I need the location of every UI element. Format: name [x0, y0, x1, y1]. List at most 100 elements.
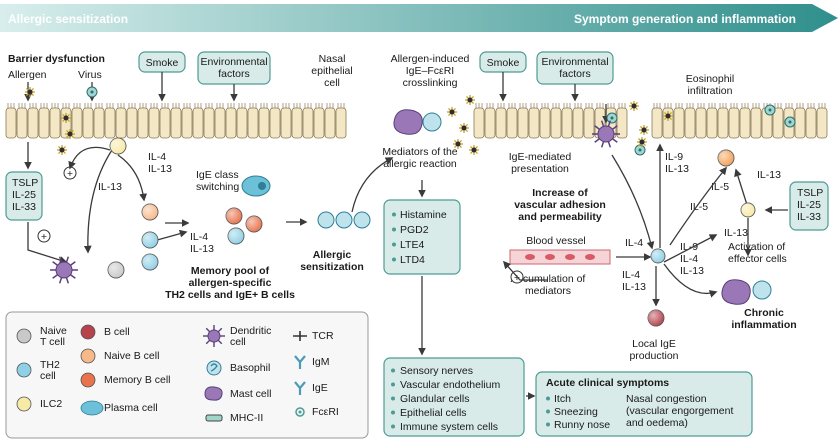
cells [25, 86, 796, 327]
epithelial-cell [27, 107, 39, 139]
th2-cell-icon [141, 231, 159, 249]
epithelial-cell [651, 107, 663, 139]
th2-cell-icon [141, 253, 159, 271]
barrier-dysfunction-label: Barrier dysfunction [8, 53, 105, 65]
allergen-icon [629, 101, 639, 111]
mast-cell-icon [353, 211, 371, 229]
epithelial-cell [728, 107, 740, 139]
flow-arrow [117, 154, 148, 202]
epithelial-cell [539, 107, 551, 139]
smoke-box-right: Smoke [479, 51, 527, 73]
legend-item: Mast cell [204, 386, 271, 401]
allergen-icon [465, 95, 475, 105]
legend-item: Naive B cell [80, 348, 159, 364]
epithelial-cell [684, 107, 696, 139]
epithelial-cell [170, 107, 182, 139]
naive-t-cell-icon [107, 261, 125, 279]
il13-left-label: IL-13 [98, 181, 122, 193]
epithelial-cell [258, 107, 270, 139]
legend-item: Basophil [206, 360, 270, 376]
legend-label: Naive B cell [104, 350, 159, 362]
virus-label: Virus [78, 69, 102, 81]
th2-cell-icon [650, 248, 666, 264]
smoke-right-label: Smoke [487, 57, 520, 69]
legend-item: TCR [293, 330, 334, 342]
legend-label: IgE [312, 382, 328, 394]
legend-label: Memory B cell [104, 374, 171, 386]
epithelial-cell [302, 107, 314, 139]
epithelial-cell [38, 107, 50, 139]
legend-label: Plasma cell [104, 402, 158, 414]
dendritic-cell-icon [50, 256, 78, 284]
legend-item: Memory B cell [80, 372, 171, 388]
ilc2-cell-icon [109, 137, 127, 155]
smoke-label: Smoke [146, 57, 179, 69]
mast-cell-icon [317, 211, 335, 229]
epithelial-cell [5, 107, 17, 139]
allergen-icon [447, 107, 457, 117]
flow-arrow [351, 157, 394, 213]
epithelial-cell [673, 107, 685, 139]
allergen-icon [57, 145, 67, 155]
legend-label: FcεRI [312, 406, 339, 418]
epithelial-cell [280, 107, 292, 139]
epithelial-cell [269, 107, 281, 139]
mast-cell-icon [393, 109, 442, 135]
epithelial-cell [805, 107, 817, 139]
svg-text:+: + [514, 272, 520, 284]
epithelial-cell [550, 107, 562, 139]
allergen-icon [469, 145, 479, 155]
allergen-icon [663, 111, 673, 121]
mediator-item: Histamine [400, 209, 447, 221]
epithelial-cell [495, 107, 507, 139]
legend-item: IgE [294, 381, 328, 395]
epithelial-cell [335, 107, 347, 139]
epithelial-cell [750, 107, 762, 139]
mast-cell-icon [721, 279, 772, 305]
virus-icon [784, 116, 796, 128]
legend-item: IgM [294, 355, 330, 369]
blood-vessel [509, 249, 611, 265]
legend-item: B cell [80, 324, 130, 340]
eosinophil-icon [717, 149, 735, 167]
smoke-box: Smoke [138, 51, 186, 73]
flow-arrow [669, 166, 727, 246]
flow-arrow [734, 168, 749, 209]
il4-vessel-label: IL-4 [625, 237, 643, 249]
ilc2-cell-icon [740, 202, 756, 218]
allergen-icon [639, 125, 649, 135]
epithelial-cell [82, 107, 94, 139]
acute-symptom-item: Itch [554, 393, 571, 405]
memory-b-cell-icon [225, 207, 243, 225]
mediator-item: LTD4 [400, 254, 425, 266]
epithelial-cell [794, 107, 806, 139]
legend-item: ILC2 [16, 396, 62, 412]
epithelial-cell [148, 107, 160, 139]
epithelial-cell [506, 107, 518, 139]
